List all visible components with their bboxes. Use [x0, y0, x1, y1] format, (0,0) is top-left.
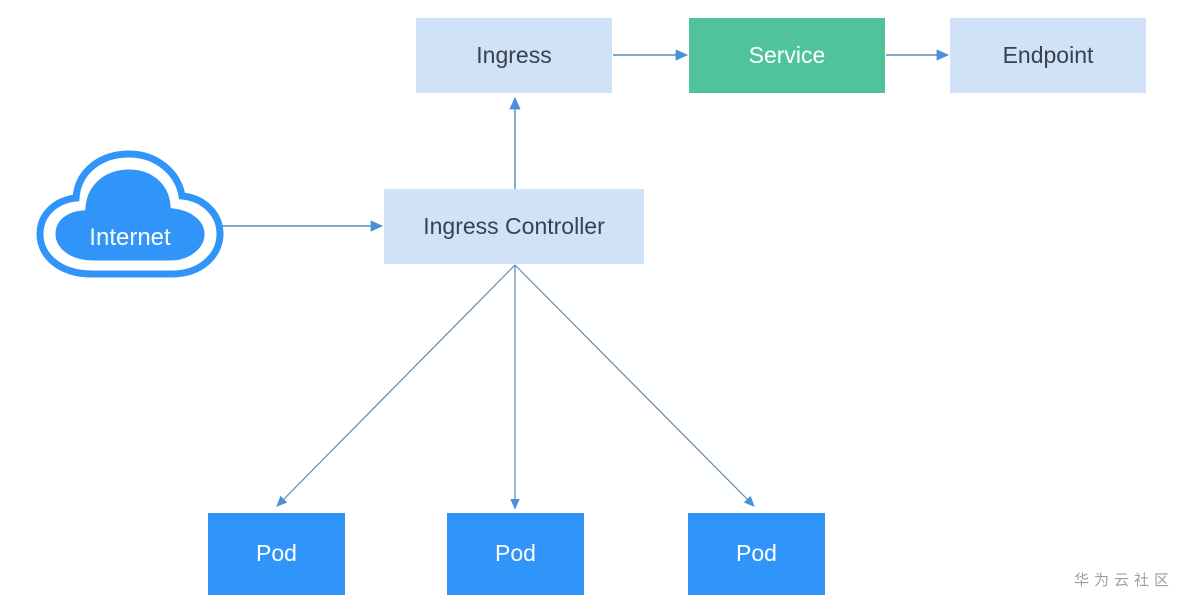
node-ingress[interactable]: Ingress — [416, 18, 612, 93]
node-pod-3[interactable]: Pod — [688, 513, 825, 595]
node-pod-1[interactable]: Pod — [208, 513, 345, 595]
node-ingress-controller-label: Ingress Controller — [423, 212, 605, 239]
node-internet-label: Internet — [89, 224, 171, 251]
node-pod-3-label: Pod — [736, 540, 777, 567]
node-pod-2[interactable]: Pod — [447, 513, 584, 595]
node-pod-2-label: Pod — [495, 540, 536, 567]
node-endpoint-label: Endpoint — [1002, 41, 1094, 68]
node-endpoint[interactable]: Endpoint — [950, 18, 1146, 93]
watermark-text: 华为云社区 — [1073, 572, 1174, 589]
cloud-icon — [36, 150, 224, 278]
node-service[interactable]: Service — [689, 18, 885, 93]
node-pod-1-label: Pod — [256, 540, 297, 567]
edge-ingress-controller-to-pod-1 — [276, 264, 516, 507]
node-ingress-controller[interactable]: Ingress Controller — [384, 189, 644, 264]
node-ingress-label: Ingress — [476, 41, 552, 68]
node-service-label: Service — [748, 41, 826, 68]
edge-ingress-controller-to-pod-3 — [514, 264, 755, 507]
node-internet[interactable]: Internet — [32, 148, 228, 284]
